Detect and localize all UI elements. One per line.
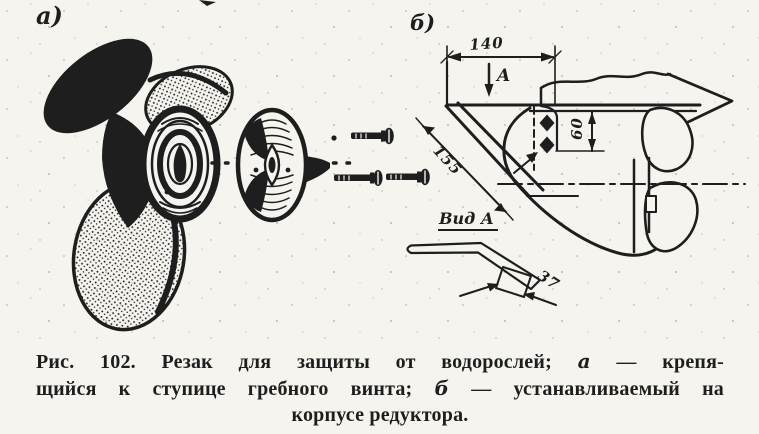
- dimension-60-label: 60: [568, 117, 586, 140]
- figure-102-illustration: а) б) 140 A 155 60 Вид А 37: [0, 0, 759, 342]
- gearbox-cutter-drawing: [415, 45, 746, 257]
- caption-line-3: корпусе редуктора.: [36, 402, 724, 428]
- caption-text: — крепя-: [590, 351, 724, 373]
- caption-line-2: щийся к ступице гребного винта; б — уста…: [36, 375, 724, 402]
- caption-text: корпусе редуктора.: [291, 404, 469, 426]
- dimension-140: [440, 45, 562, 105]
- dimension-155: [415, 117, 514, 221]
- figure-drawing: [0, 0, 759, 342]
- view-a-title: Вид А: [438, 211, 498, 231]
- view-direction-arrow: [484, 62, 494, 97]
- caption-text: Рис. 102. Резак для защиты от водорослей…: [36, 351, 578, 373]
- cutter-disc-drawing: [235, 107, 330, 223]
- part-a-label: а): [36, 1, 63, 30]
- propeller-a-drawing: [43, 38, 352, 332]
- caption-item-letter-a: а: [577, 349, 591, 373]
- mount-bracket: [533, 104, 605, 171]
- view-arrow-letter: A: [497, 66, 511, 86]
- screw: [334, 170, 383, 186]
- caption-item-letter-b: б: [434, 376, 450, 400]
- dimension-37: [459, 283, 557, 306]
- view-a-detail: [406, 241, 557, 306]
- dimension-60: [588, 111, 596, 152]
- propeller-hub: [139, 105, 221, 223]
- propeller-b: [632, 106, 699, 254]
- scan-artifact: [199, 0, 216, 6]
- caption-text: щийся к ступице гребного винта;: [36, 378, 435, 400]
- dimension-140-label: 140: [468, 33, 505, 54]
- mounting-screws: [331, 127, 430, 186]
- screw: [386, 168, 430, 186]
- screw: [351, 127, 394, 145]
- figure-caption: Рис. 102. Резак для защиты от водорослей…: [36, 348, 724, 428]
- caption-line-1: Рис. 102. Резак для защиты от водорослей…: [36, 348, 724, 375]
- caption-text: — устанавливаемый на: [449, 378, 724, 400]
- part-b-label: б): [410, 10, 436, 35]
